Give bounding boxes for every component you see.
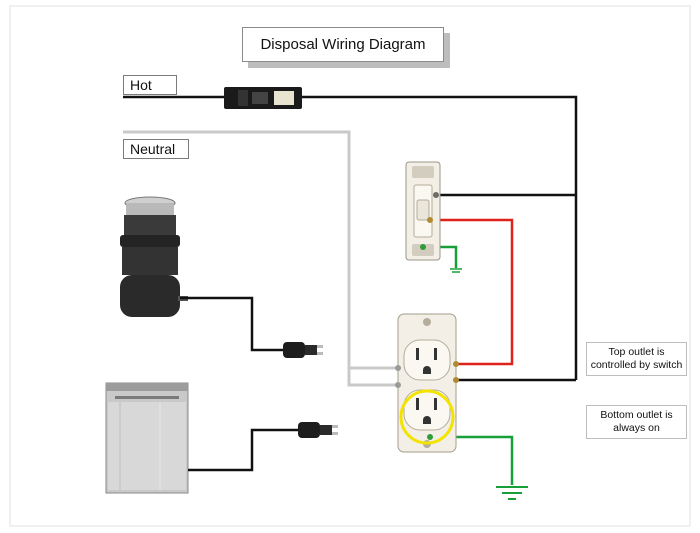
hot-wire-label: Hot bbox=[123, 75, 177, 95]
dishwasher-plug-icon bbox=[298, 422, 338, 438]
hot-wire bbox=[123, 95, 578, 382]
disposal-plug-icon bbox=[283, 342, 323, 358]
neutral-wire-label: Neutral bbox=[123, 139, 189, 159]
diagram-title: Disposal Wiring Diagram bbox=[242, 27, 444, 62]
top-outlet-note: Top outlet is controlled by switch bbox=[586, 342, 687, 376]
tab-highlight-ring bbox=[399, 389, 455, 445]
disposal-cord bbox=[180, 296, 285, 352]
ground-symbol-icon bbox=[496, 486, 528, 500]
neutral-wire bbox=[123, 130, 400, 387]
circuit-breaker-icon bbox=[224, 87, 302, 109]
duplex-outlet-icon bbox=[395, 313, 459, 453]
light-switch-icon bbox=[405, 161, 441, 261]
dishwasher-icon bbox=[105, 382, 189, 494]
garbage-disposal-icon bbox=[120, 196, 188, 317]
switch-ground-symbol-icon bbox=[450, 268, 462, 273]
bottom-outlet-note: Bottom outlet is always on bbox=[586, 405, 687, 439]
diagram-border bbox=[9, 5, 691, 527]
switched-wire bbox=[432, 218, 514, 366]
dishwasher-cord bbox=[188, 428, 300, 472]
